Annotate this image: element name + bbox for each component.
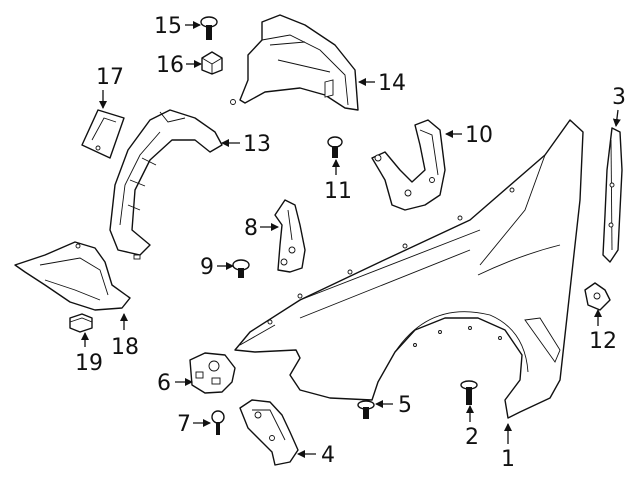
callout-labels: 1 2 3 4 5 6 7 8 9 10 11 12 13 14 15 16 1… [75,14,626,472]
fender-bracket-front [274,199,306,273]
callout-14: 14 [378,71,406,96]
callout-17: 17 [96,65,124,90]
leader-3 [612,109,621,127]
screw-part-15 [200,16,218,40]
rubber-pad [69,313,93,333]
screw-part-9 [232,259,250,278]
fender-bracket-rear [371,119,446,211]
callout-13: 13 [243,132,271,157]
callout-10: 10 [465,123,493,148]
screw-part-2 [460,380,478,405]
screw-part-5 [357,400,375,419]
callout-11: 11 [324,179,352,204]
fender-seal-strip [602,127,623,263]
fender-panel [234,119,584,419]
callout-7: 7 [177,412,191,437]
lower-fender-bracket [239,399,299,466]
wheel-arch-liner [109,109,223,260]
callout-leaders [81,21,621,458]
callout-3: 3 [612,85,626,110]
fender-clip [584,282,611,311]
callout-1: 1 [501,447,515,472]
callout-4: 4 [321,443,335,468]
callout-16: 16 [156,53,184,78]
callout-8: 8 [244,216,258,241]
callout-12: 12 [589,329,617,354]
cover-panel [81,109,125,159]
callout-2: 2 [465,425,479,450]
lower-mount-bracket [189,352,236,394]
callout-15: 15 [154,14,182,39]
screw-part-11 [327,136,343,158]
callout-19: 19 [75,351,103,376]
callout-18: 18 [111,335,139,360]
under-shield [14,241,131,311]
nut-part-16 [201,51,223,75]
callout-6: 6 [157,371,171,396]
fender-liner-upper [230,14,359,111]
callout-9: 9 [200,255,214,280]
callout-5: 5 [398,393,412,418]
screw-part-7 [211,410,225,435]
